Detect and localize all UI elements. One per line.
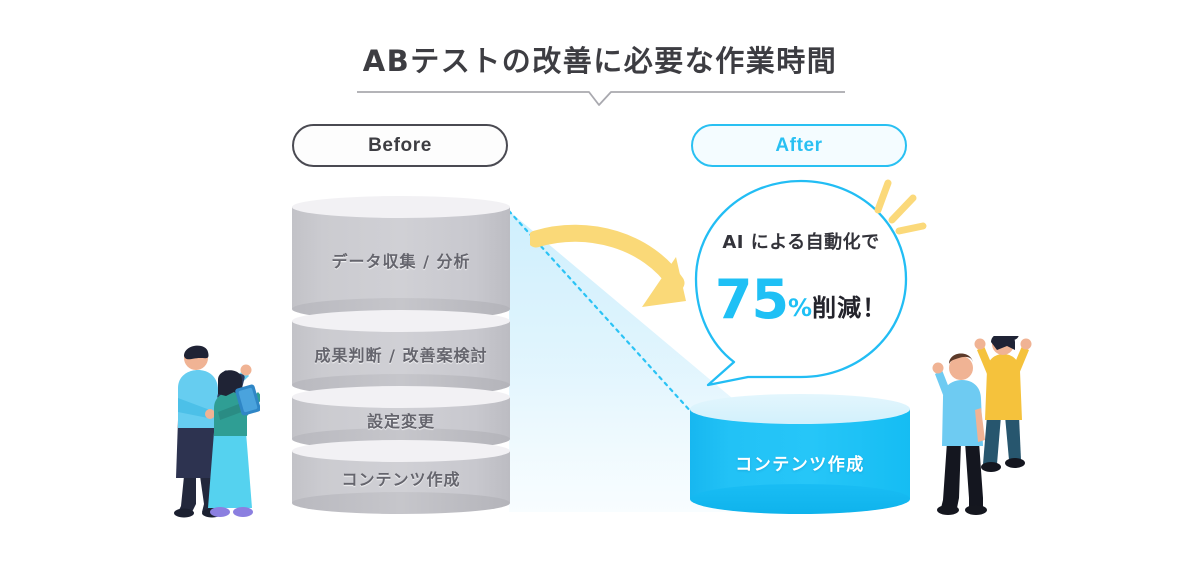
callout-line2: 75%削減！: [690, 268, 912, 331]
savings-unit: %: [788, 294, 813, 322]
before-segment-3-label: 設定変更: [366, 412, 435, 431]
savings-value: 75: [714, 268, 789, 331]
before-segment-2[interactable]: 成果判断 / 改善案検討: [292, 310, 510, 396]
page-title: ABテストの改善に必要な作業時間: [362, 44, 838, 78]
people-working-icon: [174, 345, 260, 518]
after-cylinder[interactable]: コンテンツ作成: [690, 394, 910, 514]
sparkle-icon: [874, 179, 927, 235]
before-pill[interactable]: Before: [292, 124, 508, 167]
title-underline: [357, 91, 845, 106]
segment-body: [292, 207, 510, 309]
before-segment-1-label: データ収集 / 分析: [331, 252, 471, 271]
people-celebrating-icon: [932, 336, 1032, 515]
before-segment-4[interactable]: コンテンツ作成: [292, 440, 510, 514]
before-segment-2-label: 成果判断 / 改善案検討: [314, 346, 488, 365]
callout-line1: AI による自動化で: [722, 232, 880, 253]
curved-arrow-icon: [530, 224, 686, 307]
segment-top-ellipse: [292, 196, 510, 218]
after-cylinder-bottom-ellipse: [690, 484, 910, 514]
after-segment-1-label: コンテンツ作成: [735, 455, 865, 475]
before-segment-1[interactable]: データ収集 / 分析: [292, 196, 510, 320]
segment-top-ellipse: [292, 440, 510, 462]
before-segment-4-label: コンテンツ作成: [341, 470, 461, 489]
transition-dotted-line: [507, 209, 705, 427]
segment-top-ellipse: [292, 386, 510, 408]
savings-suffix: 削減！: [812, 294, 888, 322]
segment-top-ellipse: [292, 310, 510, 332]
bubble-outline: [694, 179, 908, 387]
savings-callout-bubble: AI による自動化で 75%削減！: [690, 178, 912, 390]
person-man-cheering: [932, 353, 987, 515]
after-cylinder-top-ellipse: [690, 394, 910, 424]
segment-bottom-ellipse: [292, 492, 510, 514]
before-pill-label: Before: [368, 134, 432, 156]
after-pill[interactable]: After: [691, 124, 907, 167]
person-woman-cheering: [974, 336, 1032, 472]
before-cylinder-stack: データ収集 / 分析 成果判断 / 改善案検討 設定変更 コンテンツ作成: [292, 196, 510, 514]
after-pill-label: After: [775, 134, 823, 156]
page-title-block: ABテストの改善に必要な作業時間: [0, 44, 1200, 79]
person-woman-tablet: [208, 370, 260, 517]
